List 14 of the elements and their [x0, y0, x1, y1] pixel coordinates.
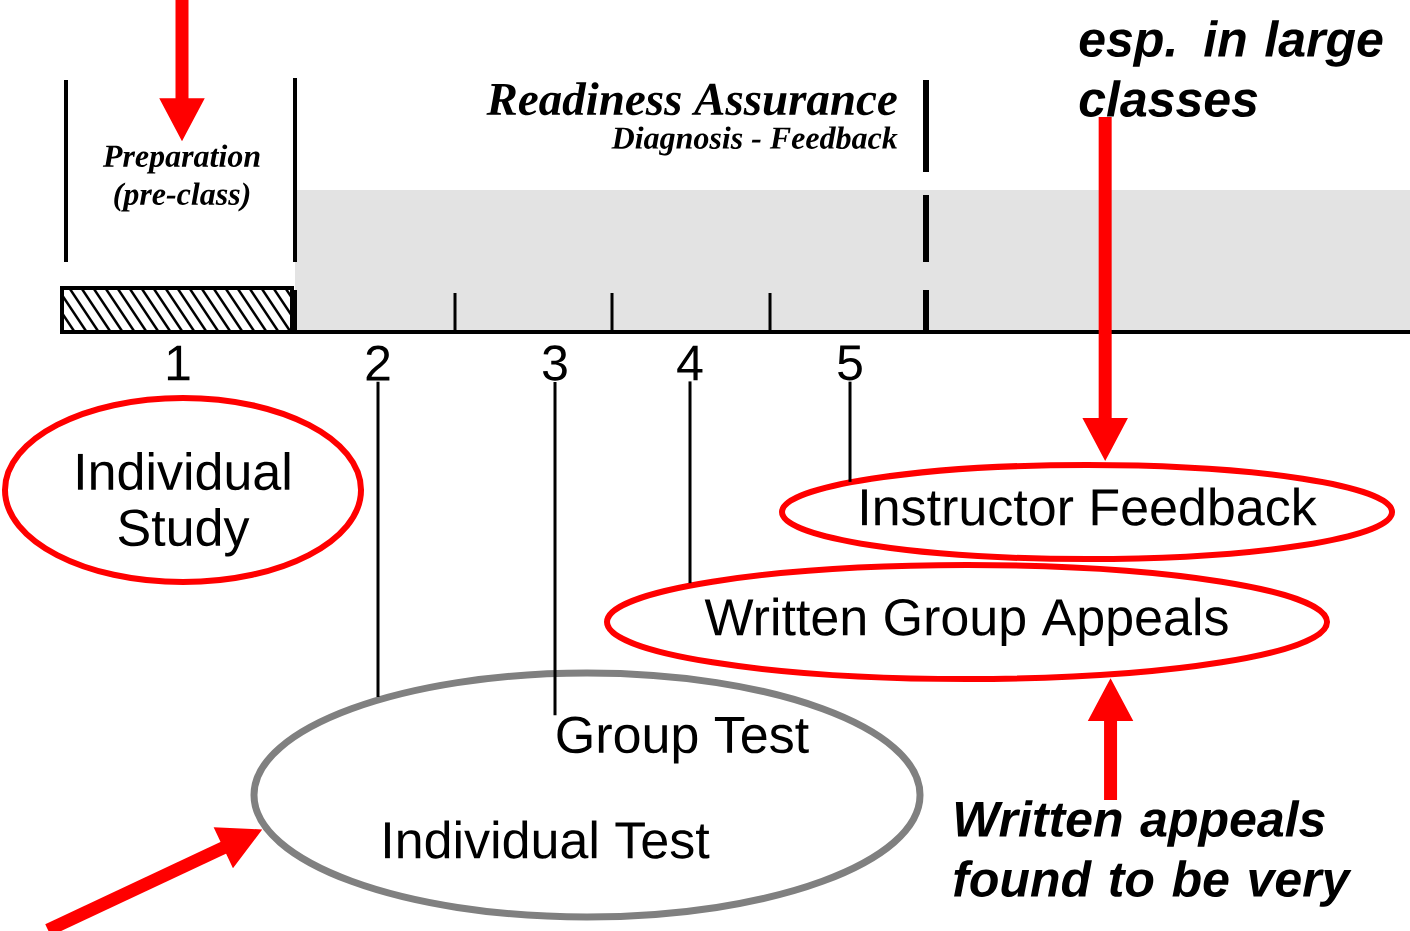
- section-label: Preparation (pre-class): [102, 144, 260, 212]
- annotation-text: Written appeals found to be very: [954, 800, 1352, 907]
- step-number: 3: [543, 345, 567, 381]
- step-number: 4: [677, 345, 703, 381]
- step-number: 2: [366, 345, 390, 381]
- leader-line: [376, 381, 380, 697]
- leader-line: [688, 381, 692, 584]
- step-number: 1: [167, 345, 190, 381]
- leader-line: [848, 381, 852, 482]
- leader-line: [553, 381, 557, 716]
- annotation-text: esp. in large classes: [1079, 20, 1383, 117]
- section-heading: Readiness Assurance Diagnosis - Feedback: [486, 82, 898, 156]
- activity-label: Group Test: [557, 716, 809, 764]
- step-number: 5: [838, 345, 862, 381]
